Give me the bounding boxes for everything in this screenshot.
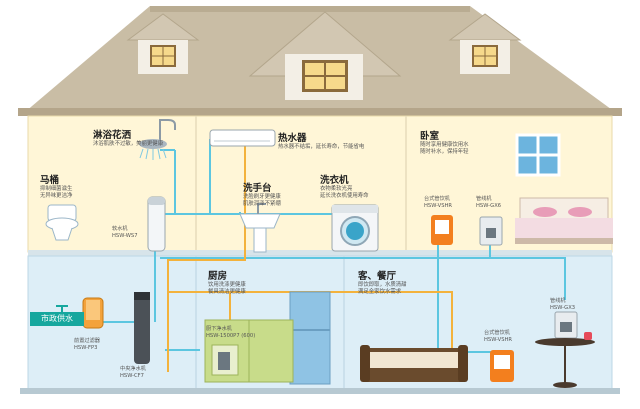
washing-machine-icon (331, 204, 379, 252)
prefilter-name: 前置过滤器 (74, 338, 100, 344)
water-softener-icon (147, 196, 166, 252)
heater-desc: 热水器不结垢，延长寿命，节能省电 (278, 144, 365, 150)
kitchen-label: 厨房 饮用洗涤更健康 餐具清洁更健康 (208, 268, 246, 296)
toilet-label: 马桶 抑制细菌滋生 无异味更洁净 (40, 172, 72, 200)
living-desc-1: 即饮即取，水质清甜 (358, 282, 407, 288)
washbasin-desc-2: 肌肤润泽不紧绷 (243, 201, 281, 207)
bedroom-label: 卧室 随时享用健康饮用水 随时补水，保持年轻 (420, 128, 469, 156)
washer-label: 洗衣机 衣物柔软光亮 延长洗衣机使用寿命 (320, 172, 369, 200)
shower-head-icon (139, 119, 176, 160)
bed-left-model: HSW-VSHR (424, 202, 453, 209)
living-right-device-label: 管线机 HSW-GX3 (550, 298, 575, 311)
shower-label: 淋浴花洒 沐浴肌肤不过敏，美丽更健康 (93, 127, 163, 148)
heater-title: 热水器 (278, 133, 307, 144)
central-model: HSW-CF7 (120, 372, 144, 379)
central-name: 中央净水机 (120, 366, 146, 372)
central-label: 中央净水机 HSW-CF7 (120, 366, 146, 379)
washer-desc-1: 衣物柔软光亮 (320, 186, 353, 192)
kitchen-title: 厨房 (208, 271, 228, 282)
bedroom-desc-2: 随时补水，保持年轻 (420, 149, 469, 155)
undersink-name: 厨下净水机 (206, 326, 232, 332)
central-purifier-icon (134, 292, 150, 364)
water-valve-icon (56, 305, 68, 312)
refrigerator-icon (289, 291, 331, 385)
living-right-model: HSW-GX3 (550, 304, 576, 311)
sofa-icon (360, 345, 468, 382)
toilet-title: 马桶 (40, 175, 60, 186)
washbasin-title: 洗手台 (243, 183, 272, 194)
living-title: 客、餐厅 (358, 271, 397, 282)
toilet-desc-2: 无异味更洁净 (40, 193, 73, 199)
kitchen-desc-1: 饮用洗涤更健康 (208, 282, 246, 288)
upper-floor (27, 115, 613, 253)
bed-right-model: HSW-GX6 (476, 202, 502, 209)
shower-desc: 沐浴肌肤不过敏，美丽更健康 (93, 141, 164, 147)
washbasin-desc-1: 洗脸刷牙更健康 (243, 194, 281, 200)
kitchen-desc-2: 餐具清洁更健康 (208, 289, 246, 295)
water-heater-icon (209, 129, 276, 147)
softener-model: HSW-WS7 (112, 232, 138, 239)
pipeline-dispenser-living-icon (554, 311, 578, 339)
pipeline-dispenser-icon (479, 216, 503, 246)
bed-icon (515, 197, 613, 244)
washer-desc-2: 延长洗衣机使用寿命 (320, 193, 369, 199)
undersink-model: HSW-1500P7 (600) (206, 332, 256, 339)
living-label: 客、餐厅 即饮即取，水质清甜 满足全家饮水需求 (358, 268, 407, 296)
washer-title: 洗衣机 (320, 175, 349, 186)
bed-right-name: 管线机 (476, 196, 492, 202)
living-dispenser-icon (490, 350, 514, 382)
countertop-dispenser-icon (431, 215, 453, 245)
living-right-name: 管线机 (550, 298, 566, 304)
softener-name: 软水机 (112, 226, 128, 232)
side-table-icon (535, 332, 595, 388)
bedroom-window (515, 133, 561, 177)
bed-left-name: 台式管饮机 (424, 196, 450, 202)
living-desk-name: 台式管饮机 (484, 330, 510, 336)
city-water-badge: 市政供水 (30, 312, 84, 326)
bed-right-device-label: 管线机 HSW-GX6 (476, 196, 501, 209)
kitchen-counter (204, 319, 294, 383)
shower-title: 淋浴花洒 (93, 130, 132, 141)
prefilter-model: HSW-FP3 (74, 344, 98, 351)
washbasin-label: 洗手台 洗脸刷牙更健康 肌肤润泽不紧绷 (243, 180, 281, 208)
prefilter-label: 前置过滤器 HSW-FP3 (74, 338, 100, 351)
heater-label: 热水器 热水器不结垢，延长寿命，节能省电 (278, 130, 364, 151)
toilet-icon (45, 204, 79, 241)
bedroom-title: 卧室 (420, 131, 440, 142)
toilet-desc-1: 抑制细菌滋生 (40, 186, 73, 192)
bedroom-desc-1: 随时享用健康饮用水 (420, 142, 469, 148)
living-desc-2: 满足全家饮水需求 (358, 289, 402, 295)
pre-filter-icon (82, 297, 104, 329)
softener-label: 软水机 HSW-WS7 (112, 226, 138, 239)
wash-basin-icon (239, 203, 281, 253)
living-desk-model: HSW-VSHR (484, 336, 513, 343)
bed-left-device-label: 台式管饮机 HSW-VSHR (424, 196, 452, 209)
undersink-label: 厨下净水机 HSW-1500P7 (600) (206, 326, 255, 339)
living-desk-device-label: 台式管饮机 HSW-VSHR (484, 330, 512, 343)
